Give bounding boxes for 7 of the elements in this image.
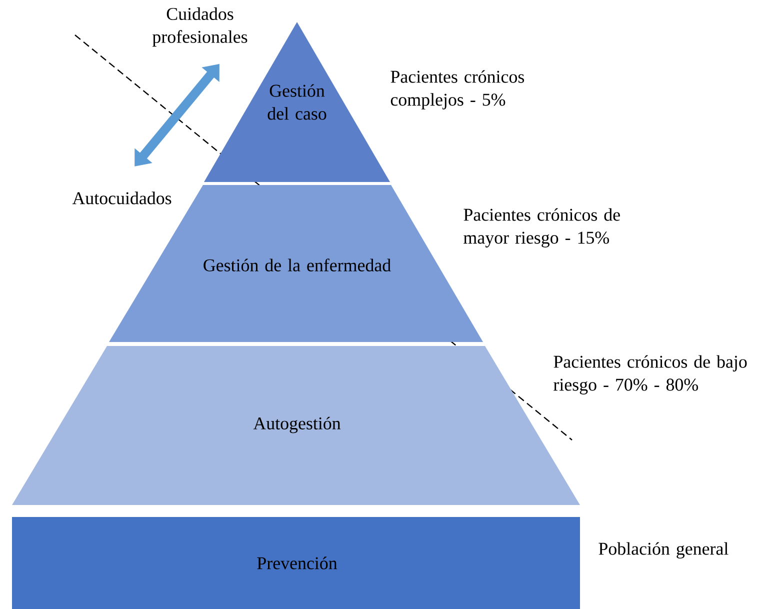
side-label: Pacientes crónicos complejos - 5% [390, 70, 524, 110]
side-label: Pacientes crónicos de mayor riesgo - 15% [464, 208, 620, 248]
text-label: Autocuidados [72, 192, 172, 204]
base-bar: Prevención [12, 517, 580, 609]
side-label: Pacientes crónicos de bajo riesgo - 70% - 80% [554, 355, 747, 394]
side-label: Población general [598, 542, 728, 559]
text-label: Cuidados profesionales [152, 7, 248, 47]
